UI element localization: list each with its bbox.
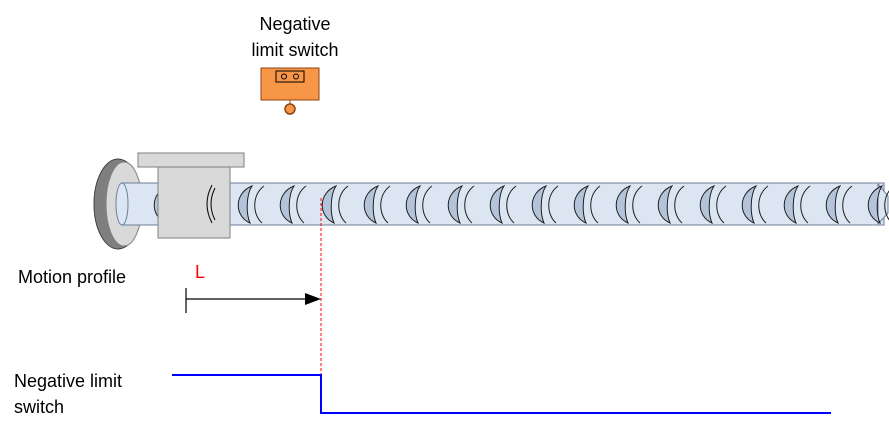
- thread-ridge: [615, 184, 632, 224]
- switch-label-line2: limit switch: [251, 40, 338, 60]
- thread-edge: [716, 185, 727, 224]
- thread-ridge: [531, 184, 548, 224]
- thread-edge: [422, 185, 433, 224]
- signal-waveform: [172, 374, 831, 414]
- thread-ridge: [489, 184, 506, 224]
- distance-label: L: [195, 262, 205, 282]
- thread-edge: [758, 185, 769, 224]
- thread-edge: [590, 185, 601, 224]
- thread-ridge: [573, 184, 590, 224]
- thread-edge: [800, 185, 811, 224]
- thread-edge: [632, 185, 643, 224]
- thread-ridge: [783, 184, 800, 224]
- thread-ridge: [237, 184, 254, 224]
- limit-switch-roller: [284, 103, 296, 115]
- carriage-block: [157, 166, 231, 239]
- signal-label-line2: switch: [14, 397, 64, 417]
- thread-ridge: [321, 184, 338, 224]
- thread-edge: [842, 185, 853, 224]
- distance-arrow-head: [305, 293, 321, 305]
- carriage-top-plate: [137, 152, 245, 168]
- screw-shaft: [121, 182, 885, 226]
- limit-switch-pin-right: [293, 73, 299, 80]
- thread-ridge: [825, 184, 842, 224]
- thread-ridge: [657, 184, 674, 224]
- ball-screw: [93, 152, 889, 250]
- shaft-left-end: [115, 182, 129, 226]
- thread-edge: [296, 185, 307, 224]
- thread-ridge: [405, 184, 422, 224]
- thread-ridge: [447, 184, 464, 224]
- thread-ridge: [363, 184, 380, 224]
- limit-switch-pin-left: [281, 73, 287, 80]
- thread-edge: [884, 190, 889, 221]
- thread-edge: [338, 185, 349, 224]
- thread-edge: [254, 185, 265, 224]
- thread-edge: [674, 185, 685, 224]
- thread-edge: [464, 185, 475, 224]
- thread-ridge: [279, 184, 296, 224]
- limit-switch-icon: [260, 67, 320, 115]
- thread-ridge: [699, 184, 716, 224]
- thread-edge: [548, 185, 559, 224]
- carriage-bore-arc-inner: [210, 187, 216, 221]
- signal-label-line1: Negative limit: [14, 371, 122, 391]
- thread-edge: [506, 185, 517, 224]
- carriage-bore-arc-outer: [206, 184, 213, 224]
- limit-switch-window: [275, 70, 305, 83]
- thread-edge: [380, 185, 391, 224]
- motion-profile-label: Motion profile: [18, 267, 126, 287]
- thread-ridge: [867, 184, 884, 224]
- thread-ridge: [741, 184, 758, 224]
- switch-label-line1: Negative: [259, 14, 330, 34]
